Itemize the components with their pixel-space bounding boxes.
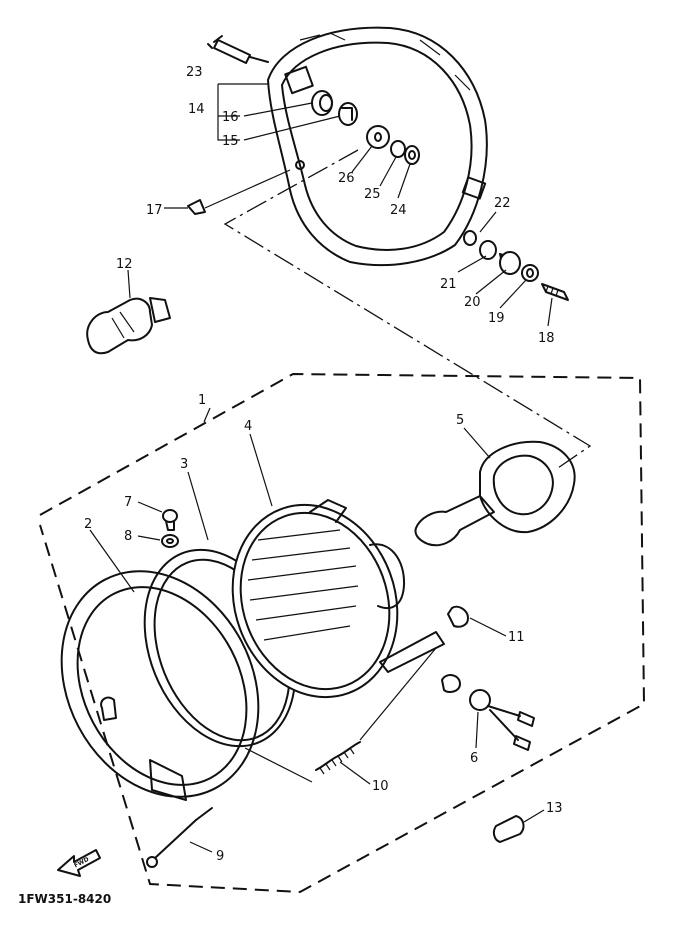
callout-3: 3 — [180, 457, 188, 472]
callout-12: 12 — [116, 257, 133, 272]
callout-18: 18 — [538, 331, 555, 346]
cap-11 — [447, 605, 469, 628]
callout-7: 7 — [124, 495, 132, 510]
callout-10: 10 — [372, 779, 389, 794]
callout-5: 5 — [456, 413, 464, 428]
position-light-6 — [441, 674, 535, 751]
lens-unit-4 — [231, 499, 406, 699]
bolt-9 — [146, 807, 213, 868]
mount-hardware-18-22 — [463, 230, 569, 301]
screw-7-washer-8 — [161, 509, 179, 548]
callout-19: 19 — [488, 311, 505, 326]
callout-24: 24 — [390, 203, 407, 218]
washers-24-26 — [366, 125, 420, 165]
callout-1: 1 — [198, 393, 206, 408]
reference-line — [223, 149, 592, 471]
screw-17 — [187, 199, 206, 215]
callout-21: 21 — [440, 277, 457, 292]
part-code: 1FW351-8420 — [18, 892, 111, 906]
callout-17: 17 — [146, 203, 163, 218]
callout-8: 8 — [124, 529, 132, 544]
adjuster-parts-15-16 — [311, 90, 358, 126]
fwd-arrow-icon: FWD — [57, 849, 101, 877]
callout-25: 25 — [364, 187, 381, 202]
callout-11: 11 — [508, 630, 525, 645]
headlight-housing — [267, 26, 488, 267]
callout-4: 4 — [244, 419, 252, 434]
bulb-13 — [492, 815, 525, 843]
callout-16: 16 — [222, 110, 239, 125]
callout-labels: 23 14 16 15 26 25 24 17 22 12 21 20 19 1… — [84, 65, 563, 864]
callout-23: 23 — [186, 65, 203, 80]
callout-2: 2 — [84, 517, 92, 532]
socket-5 — [414, 440, 576, 547]
bracket-and-spring-10 — [244, 631, 445, 783]
rim-2 — [60, 570, 260, 801]
assembly-boundary — [39, 372, 646, 894]
callout-20: 20 — [464, 295, 481, 310]
callout-14: 14 — [188, 102, 205, 117]
callout-22: 22 — [494, 196, 511, 211]
callout-26: 26 — [338, 171, 355, 186]
leader-lines — [89, 83, 553, 853]
callout-9: 9 — [216, 849, 224, 864]
callout-15: 15 — [222, 134, 239, 149]
callout-13: 13 — [546, 801, 563, 816]
bolt-23 — [207, 35, 269, 64]
callout-6: 6 — [470, 751, 478, 766]
bulb-12 — [86, 297, 171, 355]
